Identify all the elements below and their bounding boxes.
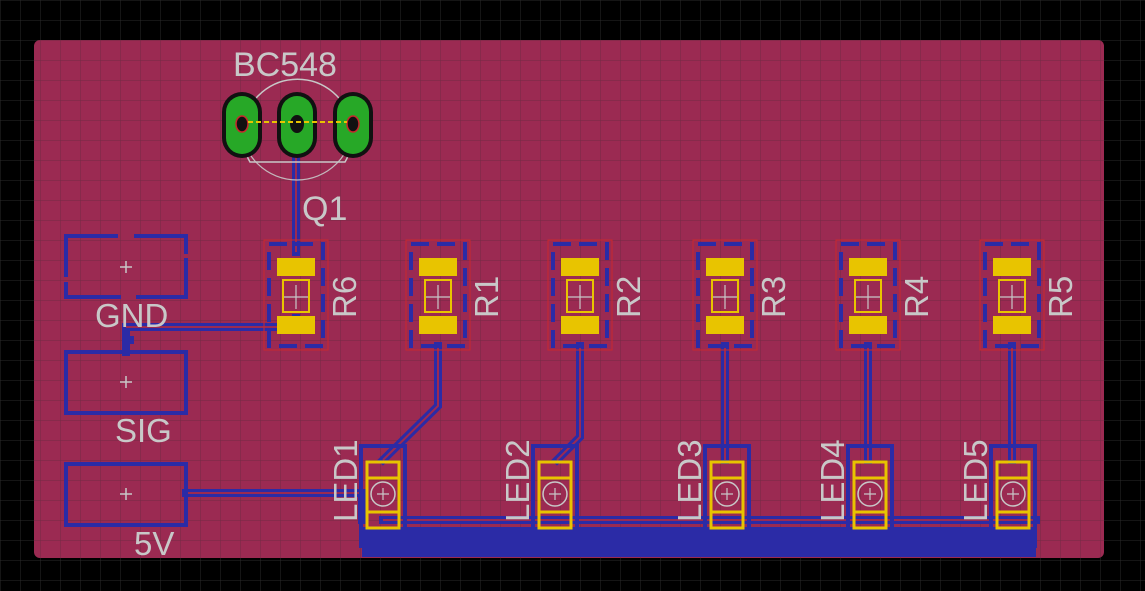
copper-bus-strip (362, 527, 1036, 557)
led-label-led2: LED2 (499, 439, 536, 522)
resistor-pad-top (706, 258, 744, 276)
resistor-pad-bottom (561, 316, 599, 334)
board-grid-overlay (34, 40, 1104, 558)
resistor-pad-top (993, 258, 1031, 276)
connector-pads (64, 234, 188, 527)
resistor-pad-top (849, 258, 887, 276)
led-label-led3: LED3 (671, 439, 708, 522)
connector-sig (64, 350, 188, 415)
resistor-label-r6: R6 (326, 276, 363, 318)
connector-gnd (64, 234, 188, 299)
connector-label-gnd: GND (95, 297, 168, 334)
resistor-pad-bottom (706, 316, 744, 334)
resistor-pad-bottom (277, 316, 315, 334)
resistor-label-r3: R3 (755, 276, 792, 318)
connector-label-5v: 5V (134, 525, 174, 562)
led-led5: LED5 (957, 439, 1037, 548)
resistor-r3: R3 (692, 239, 792, 351)
resistor-label-r5: R5 (1042, 276, 1079, 318)
resistor-pad-top (561, 258, 599, 276)
led-led3: LED3 (671, 439, 751, 548)
transistor-q1 (222, 67, 373, 181)
resistor-label-r4: R4 (898, 276, 935, 318)
resistor-r4: R4 (835, 239, 935, 351)
resistor-pad-bottom (419, 316, 457, 334)
connector-5v (64, 462, 188, 527)
resistor-pad-bottom (993, 316, 1031, 334)
led-label-led1: LED1 (327, 439, 364, 522)
transistor-package-label: BC548 (233, 46, 337, 84)
connector-label-sig: SIG (115, 412, 172, 449)
led-led4: LED4 (814, 439, 894, 548)
resistor-pad-top (419, 258, 457, 276)
resistor-label-r1: R1 (468, 276, 505, 318)
resistor-r6: R6 (263, 239, 363, 351)
resistor-label-r2: R2 (610, 276, 647, 318)
led-label-led5: LED5 (957, 439, 994, 522)
resistor-r1: R1 (405, 239, 505, 351)
led-led2: LED2 (499, 439, 579, 548)
resistor-group: R6 R1 R2 R3 R4 R5 (263, 239, 1079, 351)
led-label-led4: LED4 (814, 439, 851, 522)
led-led1: LED1 (327, 439, 407, 548)
resistor-pad-top (277, 258, 315, 276)
resistor-r2: R2 (547, 239, 647, 351)
transistor-designator: Q1 (302, 190, 347, 228)
resistor-r5: R5 (979, 239, 1079, 351)
resistor-pad-bottom (849, 316, 887, 334)
led-group: LED1 LED2 LED3 LED4 LED5 (327, 439, 1037, 548)
